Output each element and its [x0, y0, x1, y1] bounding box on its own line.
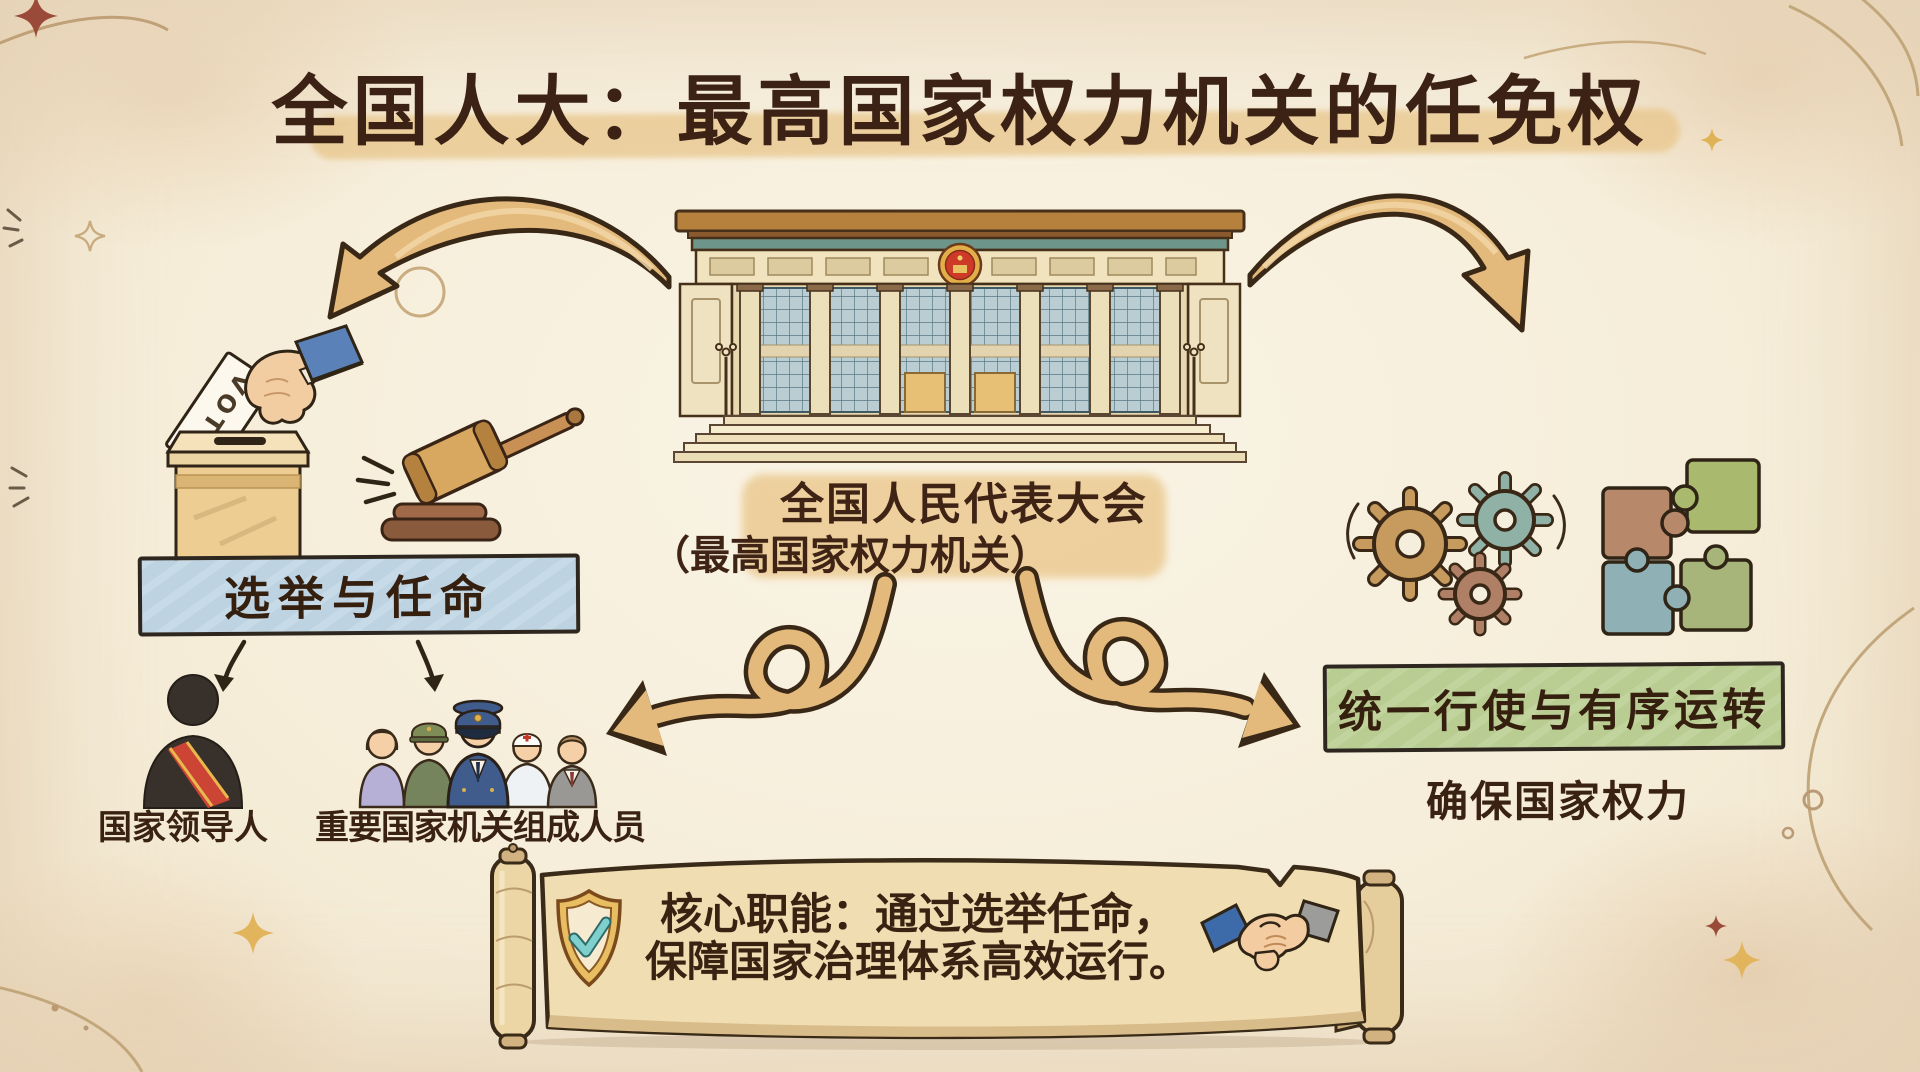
arrow-top-right-icon: [1247, 193, 1531, 333]
circle-doodle: [394, 266, 446, 318]
arrow-loop-left-icon: [606, 572, 897, 756]
label-state-organ-members: 重要国家机关组成人员: [315, 808, 646, 848]
lamppost-icon: [1183, 343, 1205, 415]
core-function-text: 核心职能：通过选举任命， 保障国家治理体系高效运行。: [618, 891, 1218, 985]
election-banner: 选举与任命: [137, 553, 581, 637]
arrow-loop-right-icon: [1015, 566, 1301, 748]
star-icon: [232, 912, 274, 954]
lamppost-icon: [715, 343, 737, 415]
swirl-top-left: [0, 15, 169, 45]
star-icon: [14, 0, 58, 38]
npc-subtitle: （最高国家权力机关）: [650, 533, 1050, 579]
sparkle-icon: [2, 208, 24, 248]
hand-icon: [244, 324, 365, 425]
page-title: 全国人大：最高国家权力机关的任免权: [271, 67, 1649, 156]
ballot-box-icon: VOTE: [165, 324, 365, 570]
scroll-banner-illustration: [490, 843, 1404, 1050]
label-state-leaders: 国家领导人: [98, 808, 268, 848]
circle-doodle: [1781, 826, 1795, 840]
puzzle-icon: [1601, 458, 1761, 636]
core-function-line2: 保障国家治理体系高效运行。: [644, 937, 1191, 986]
shield-check-icon: [556, 888, 622, 988]
swirl-top-right: [1788, 0, 1920, 147]
national-emblem-icon: [937, 242, 983, 291]
sash: [168, 742, 230, 808]
gavel-icon: [355, 407, 585, 542]
election-banner-label: 选举与任命: [223, 570, 495, 626]
star-icon: [1723, 941, 1761, 979]
label-ensure-state-power: 确保国家权力: [1426, 777, 1691, 826]
arc-near-title: [1523, 40, 1707, 60]
circle-doodle: [1802, 789, 1824, 811]
dot-doodle: [51, 1004, 59, 1012]
handshake-icon: [1200, 899, 1340, 972]
swirl-right: [1806, 606, 1915, 932]
door: [904, 372, 946, 413]
small-arrow-left-icon: [214, 639, 247, 692]
npc-label-highlight: [742, 474, 1166, 578]
star-icon: [1705, 915, 1727, 937]
officials-group-icon: [358, 699, 598, 809]
dot-doodle: [83, 1025, 89, 1031]
sleeve: [293, 324, 365, 382]
operation-banner-label: 统一行使与有序运转: [1337, 684, 1771, 739]
door: [974, 372, 1016, 413]
swirl-bottom-left: [0, 986, 144, 1072]
sparkle-icon: [8, 466, 30, 508]
star-outline-icon: [73, 219, 107, 253]
great-hall-building-illustration: [673, 209, 1247, 463]
gears-icon: [1346, 471, 1566, 637]
leader-silhouette-icon: [142, 674, 244, 809]
core-function-line1: 核心职能：通过选举任命，: [660, 890, 1176, 940]
small-arrow-right-icon: [415, 639, 444, 692]
operation-banner: 统一行使与有序运转: [1322, 661, 1786, 753]
npc-name: 全国人民代表大会: [780, 479, 1148, 530]
